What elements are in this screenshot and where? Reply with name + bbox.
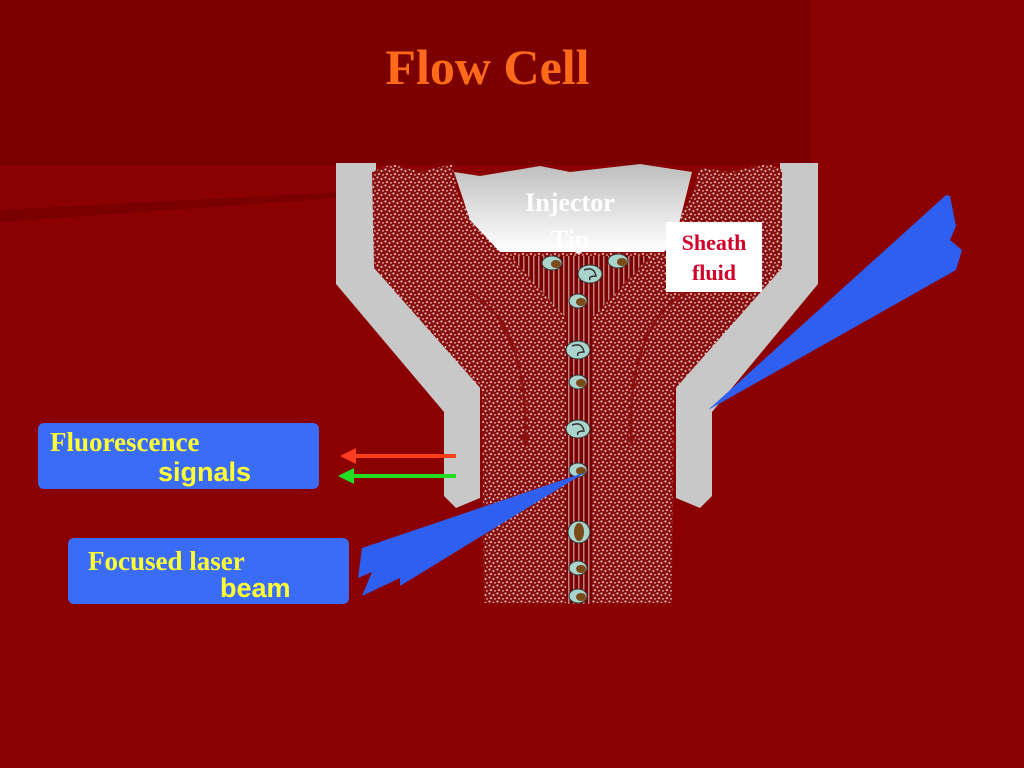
fluorescence-arrow-green [338, 468, 456, 484]
injector-tip-label: Injector Tip [525, 188, 615, 254]
title-panel [0, 0, 810, 165]
background-stripe [0, 192, 340, 222]
cell [568, 293, 588, 309]
cell [567, 520, 591, 544]
laser-beam-focused [358, 472, 586, 596]
cells [541, 253, 629, 604]
cell [607, 253, 629, 269]
sheath-fluid-label-box [666, 222, 762, 292]
cell [568, 588, 588, 604]
cell [568, 560, 588, 576]
flow-cell-wall-right [676, 163, 818, 508]
sheath-fluid-label: Sheath fluid [681, 230, 747, 285]
flow-cell-wall-left [336, 163, 480, 508]
cell [577, 264, 603, 284]
cell [565, 340, 591, 360]
cell [565, 419, 591, 439]
flow-line-right [629, 290, 689, 443]
cell [568, 462, 588, 478]
fluorescence-signals-callout: Fluorescence signals [38, 423, 319, 489]
injector-tip [454, 164, 692, 252]
flow-line-left [467, 290, 527, 443]
page-title: Flow Cell [385, 39, 590, 95]
cell [568, 374, 588, 390]
fluorescence-arrow-red [340, 448, 456, 464]
laser-beam-incoming [708, 195, 962, 410]
cell [541, 255, 563, 271]
focused-laser-beam-callout: Focused laser beam [68, 538, 349, 604]
